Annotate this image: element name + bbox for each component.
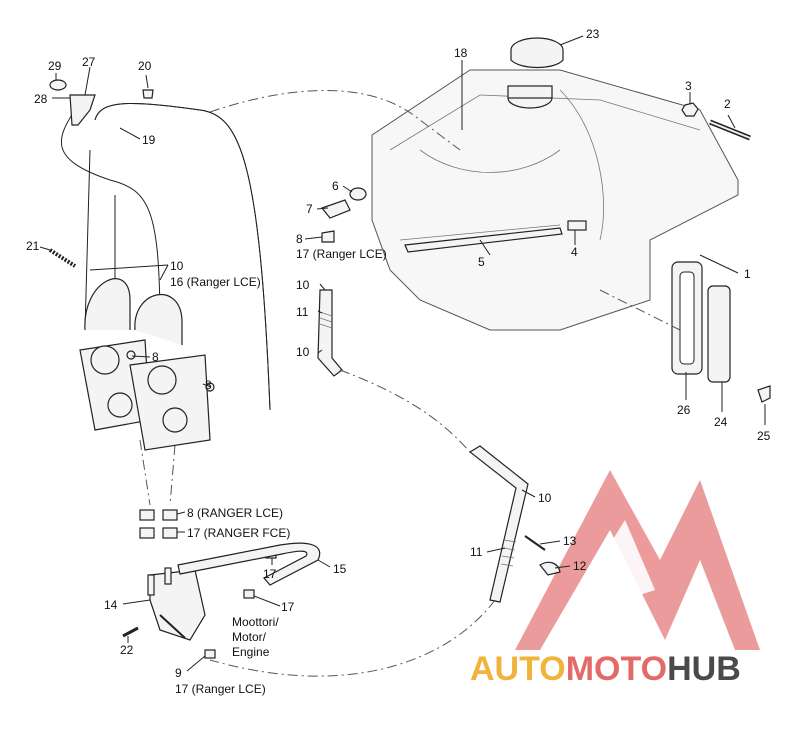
label-10-carb: 10 (170, 259, 184, 273)
automotohub-logo: AUTOMOTOHUB (470, 470, 760, 688)
label-27: 27 (82, 55, 96, 69)
label-8-carb-a: 8 (152, 350, 159, 364)
filler-cap (510, 37, 564, 69)
engine-note-line-3: Engine (232, 645, 270, 659)
label-5: 5 (478, 255, 485, 269)
label-29: 29 (48, 59, 62, 73)
label-17-bottom: 17 (Ranger LCE) (175, 682, 266, 696)
tank-fitting (321, 187, 367, 243)
logo-word-hub: HUB (667, 650, 741, 688)
spring (48, 248, 77, 268)
label-17-tank: 17 (Ranger LCE) (296, 247, 387, 261)
label-17-hose: 17 (263, 567, 277, 581)
primer (49, 79, 96, 126)
label-14: 14 (104, 598, 118, 612)
carburetors (79, 278, 215, 451)
vent-hose (317, 289, 343, 377)
tank-strap (671, 261, 703, 375)
label-25: 25 (757, 429, 771, 443)
pin (524, 535, 546, 551)
label-9: 9 (175, 666, 182, 680)
label-6: 6 (332, 179, 339, 193)
logo-word-auto: AUTO (470, 650, 566, 688)
engine-note-line-2: Motor/ (232, 630, 267, 644)
label-23: 23 (586, 27, 600, 41)
engine-note-line-1: Moottori/ (232, 615, 279, 629)
clip (539, 561, 561, 576)
label-17-engine: 17 (281, 600, 295, 614)
label-21: 21 (26, 239, 40, 253)
label-10-tank-lower: 10 (296, 345, 310, 359)
label-26: 26 (677, 403, 691, 417)
fuel-tank (371, 69, 739, 331)
label-16: 16 (Ranger LCE) (170, 275, 261, 289)
label-8-ranger-lce: 8 (RANGER LCE) (187, 506, 283, 520)
label-1: 1 (744, 267, 751, 281)
label-17-ranger-fce: 17 (RANGER FCE) (187, 526, 290, 540)
callout-labels: 1 2 3 4 5 6 7 8 17 (Ranger LCE) 10 11 10… (26, 27, 771, 696)
label-24: 24 (714, 415, 728, 429)
nut (681, 102, 699, 117)
drain-hose (468, 445, 529, 603)
label-2: 2 (724, 97, 731, 111)
decal (757, 385, 771, 403)
label-28: 28 (34, 92, 48, 106)
label-20: 20 (138, 59, 152, 73)
plug (142, 89, 154, 99)
label-10-drain: 10 (538, 491, 552, 505)
label-11-tank: 11 (296, 305, 309, 319)
leader-lines (39, 35, 766, 672)
label-11-drain: 11 (470, 545, 483, 559)
rubber-pad (707, 285, 731, 383)
bolt (709, 119, 751, 141)
pump-screw (122, 626, 139, 638)
fuel-pump (147, 567, 206, 641)
label-15: 15 (333, 562, 347, 576)
logo-word-moto: MOTO (566, 650, 667, 688)
fuel-pickup (404, 220, 587, 253)
label-8-carb-b: 8 (205, 378, 212, 392)
label-10-tank: 10 (296, 278, 310, 292)
label-3: 3 (685, 79, 692, 93)
label-12: 12 (573, 559, 587, 573)
label-4: 4 (571, 245, 578, 259)
label-7: 7 (306, 202, 313, 216)
label-13: 13 (563, 534, 577, 548)
label-19: 19 (142, 133, 156, 147)
svg-text:AUTOMOTOHUB: AUTOMOTOHUB (470, 650, 741, 688)
label-18: 18 (454, 46, 468, 60)
label-8-tank: 8 (296, 232, 303, 246)
label-22: 22 (120, 643, 134, 657)
fuel-hose (177, 542, 321, 586)
